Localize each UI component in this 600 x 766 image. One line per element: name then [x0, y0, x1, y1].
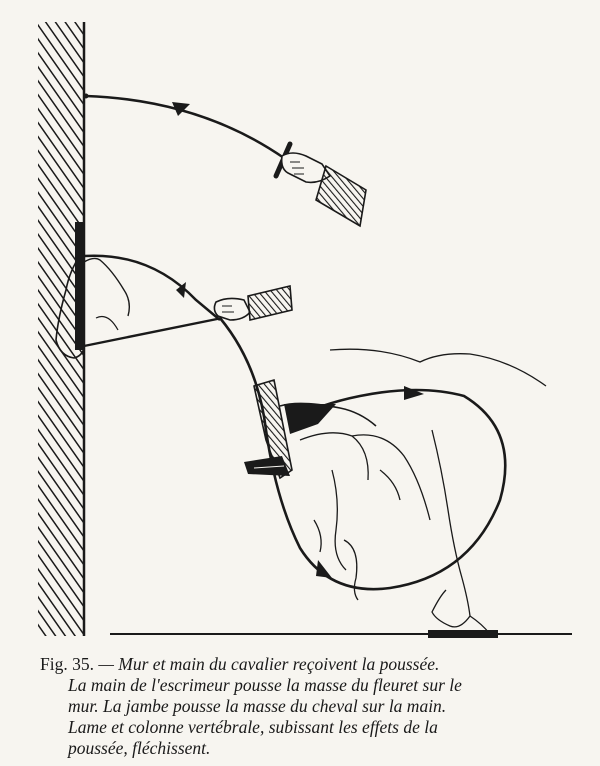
figure-number: Fig. 35. [40, 654, 94, 674]
caption-line-3: mur. La jambe pousse la masse du cheval … [68, 696, 447, 716]
fencing-horse-diagram [38, 22, 572, 638]
caption-line-1: — Mur et main du cavalier reçoivent la p… [98, 654, 440, 674]
rider-leg [244, 378, 377, 480]
arrow-icon [176, 282, 186, 298]
hoof-shadow [428, 630, 498, 638]
horse-body [299, 348, 547, 635]
arrow-icon [404, 386, 424, 400]
caption-line-5: poussée, fléchissent. [68, 738, 211, 758]
arrow-icon [316, 560, 332, 578]
figure-caption: Fig. 35. — Mur et main du cavalier reçoi… [40, 654, 580, 759]
spine-curve [218, 317, 507, 591]
caption-line-4: Lame et colonne vertébrale, subissant le… [68, 717, 438, 737]
arrow-icon [172, 102, 190, 116]
caption-line-2: La main de l'escrimeur pousse la masse d… [68, 675, 462, 695]
fencer-foil [83, 93, 367, 228]
horse-head [55, 222, 293, 359]
